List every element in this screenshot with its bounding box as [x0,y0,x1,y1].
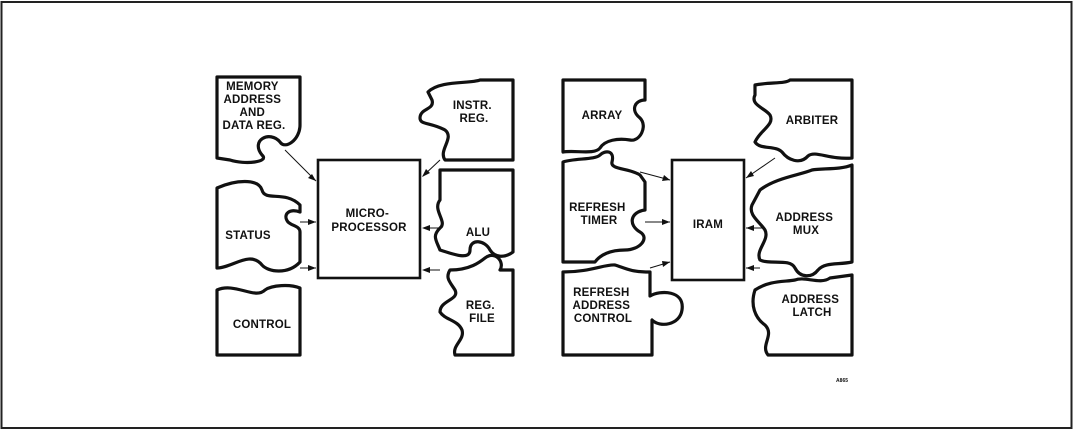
array-piece: ARRAY [563,80,645,152]
iram-label: IRAM [693,219,723,231]
refresh-timer-line-1: REFRESH [569,202,625,214]
instr-reg-piece: INSTR. REG. [420,80,513,160]
refresh-address-control-line-3: CONTROL [574,313,632,325]
alu-label: ALU [466,227,490,239]
instr-reg-line-1: INSTR. [453,100,492,112]
address-latch-line-1: ADDRESS [781,294,839,306]
address-mux-line-1: ADDRESS [775,212,833,224]
refresh-address-control-label: REFRESH ADDRESS CONTROL [572,287,633,325]
memory-reg-line-3: AND [240,107,266,119]
memory-reg-line-1: MEMORY [226,81,279,93]
status-piece: STATUS [217,182,300,272]
refresh-address-control-piece: REFRESH ADDRESS CONTROL [563,265,682,355]
alu-piece: ALU [435,170,513,256]
reg-file-line-2: FILE [469,313,495,325]
microprocessor-line-1: MICRO- [346,208,389,220]
refresh-address-control-line-1: REFRESH [573,287,629,299]
refresh-address-control-line-2: ADDRESS [572,300,630,312]
array-label: ARRAY [582,110,623,122]
instr-reg-line-2: REG. [460,113,489,125]
control-label: CONTROL [233,319,291,331]
memory-address-data-reg-piece: MEMORY ADDRESS AND DATA REG. [217,77,300,162]
control-piece: CONTROL [217,286,300,355]
reg-file-label: REG. FILE [466,300,498,325]
right-puzzle: ARRAY REFRESH TIMER REFRESH ADDRESS CONT… [563,80,852,355]
memory-reg-line-2: ADDRESS [223,94,281,106]
address-mux-line-2: MUX [793,225,819,237]
arbiter-label: ARBITER [786,115,839,127]
microprocessor-block: MICRO- PROCESSOR [318,160,420,278]
refresh-timer-piece: REFRESH TIMER [563,152,645,262]
reg-file-line-1: REG. [466,300,495,312]
iram-block: IRAM [672,160,744,280]
address-mux-piece: ADDRESS MUX [751,165,852,276]
memory-reg-line-4: DATA REG. [223,120,286,132]
left-puzzle: MEMORY ADDRESS AND DATA REG. STATUS CONT… [217,77,513,355]
address-latch-line-2: LATCH [792,307,831,319]
status-label: STATUS [225,230,271,242]
reg-file-piece: REG. FILE [440,255,513,355]
arbiter-piece: ARBITER [754,80,852,161]
microprocessor-line-2: PROCESSOR [331,222,407,234]
figure-code: A865 [836,378,848,384]
refresh-timer-line-2: TIMER [581,215,618,227]
address-latch-piece: ADDRESS LATCH [753,275,852,355]
